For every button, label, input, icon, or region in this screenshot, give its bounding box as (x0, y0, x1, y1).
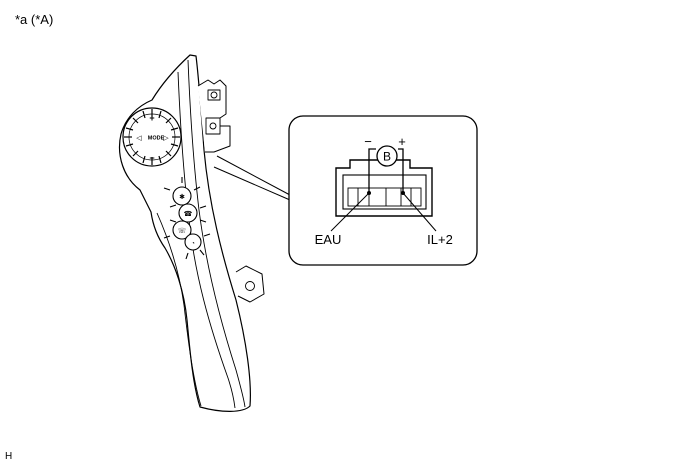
figure-label: *a (*A) (15, 12, 54, 27)
ohmmeter-label: B (383, 150, 391, 164)
volume-up-icon: + (149, 113, 154, 123)
seek-back-icon: ◁ (136, 135, 142, 142)
phone-on-hook-icon: ☎ (184, 210, 193, 218)
ohmmeter-symbol (376, 145, 398, 167)
connector-housing (335, 159, 433, 217)
figure-corner-code: H (5, 451, 13, 462)
connector-callout: B − + EAU IL+2 (288, 115, 478, 266)
audio-mode-switch: + − ◁ ▷ MODE (122, 107, 182, 167)
mode-button-label: MODE (148, 136, 165, 142)
probe-minus-sign: − (364, 134, 372, 149)
talk-icon: ◔ (191, 241, 195, 247)
switch-rays (124, 109, 180, 165)
terminal-label-leaders (330, 192, 437, 232)
meter-probe-leads (368, 148, 404, 193)
steering-pad-switch (118, 54, 265, 412)
callout-leader (213, 155, 291, 201)
volume-down-icon: − (149, 153, 154, 163)
seek-forward-icon: ▷ (163, 135, 169, 142)
terminal-label-eau: EAU (315, 232, 342, 247)
probe-plus-sign: + (398, 134, 406, 149)
phone-off-hook-icon: ☏ (178, 227, 187, 235)
voice-icon: ✱ (179, 193, 185, 201)
telephone-voice-switch-cluster: ✱ ☎ ☏ ◔ (163, 177, 211, 260)
terminal-label-il2: IL+2 (427, 232, 453, 247)
